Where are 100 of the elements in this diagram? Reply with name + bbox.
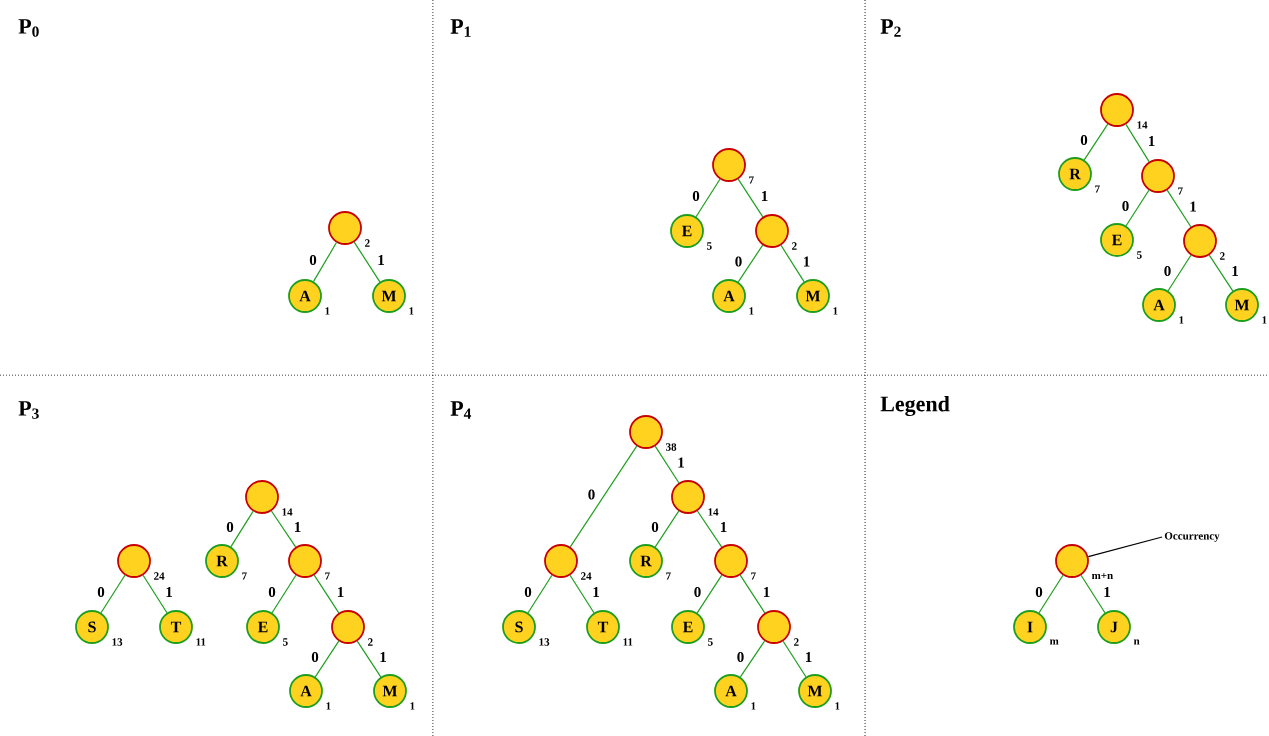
edge-label: 0 (692, 190, 700, 202)
connector-line (739, 640, 766, 678)
count-label: 5 (707, 242, 712, 250)
internal-node-circle (755, 214, 789, 248)
edge-label: 1 (805, 652, 812, 662)
edge-label: 0 (1080, 134, 1088, 146)
internal-node-circle (1183, 224, 1217, 258)
connector-line (569, 574, 595, 614)
connector-line (312, 241, 338, 283)
count-label: 5 (283, 638, 288, 646)
edge-label: 1 (720, 522, 727, 532)
connector-line (313, 574, 340, 614)
connector-line (100, 574, 126, 614)
internal-node-circle (1055, 544, 1089, 578)
edge-label: 1 (380, 652, 386, 662)
internal-node-circle (544, 544, 578, 578)
count-label: 7 (1095, 185, 1100, 193)
internal-node-circle (245, 480, 279, 514)
count-label: 1 (410, 702, 415, 710)
edge-label: 0 (97, 586, 105, 598)
count-label: 14 (1137, 121, 1148, 129)
edge-label: 1 (378, 255, 384, 265)
internal-node-circle (1100, 93, 1134, 127)
count-label: 1 (833, 307, 838, 315)
count-label: 14 (708, 508, 719, 516)
edge-label: 0 (1164, 265, 1171, 277)
connector-line (1125, 189, 1150, 227)
panel-title: Legend (880, 395, 950, 417)
count-label: 2 (365, 239, 370, 247)
edge-label: 1 (294, 522, 301, 532)
connector-line (737, 178, 764, 218)
connector-line (270, 510, 297, 548)
internal-node-circle (1141, 159, 1175, 193)
edge-label: 0 (1122, 200, 1129, 212)
edge-label: 0 (651, 521, 659, 533)
connector-line (142, 574, 168, 614)
connector-line (1087, 536, 1163, 558)
count-label: 2 (368, 638, 373, 646)
count-label: 1 (325, 307, 330, 315)
edge-label: 1 (763, 587, 770, 597)
connector-line (356, 640, 382, 678)
panel-title: P$_{1}$ (450, 19, 471, 37)
edge-label: 1 (1232, 266, 1238, 276)
internal-node-circle (288, 544, 322, 578)
edge-label: 0 (268, 586, 276, 598)
count-label: 7 (1178, 187, 1183, 195)
edge-label: 0 (524, 586, 532, 598)
connector-line (1083, 123, 1109, 161)
count-label: 7 (751, 572, 756, 580)
connector-line (314, 640, 340, 678)
count-label: 1 (1262, 316, 1267, 324)
count-label: 5 (1137, 251, 1142, 259)
count-label: 24 (154, 572, 165, 580)
edge-label: 0 (309, 254, 317, 266)
count-label: 2 (1220, 252, 1225, 260)
internal-node-circle (629, 415, 663, 449)
connector-line (696, 574, 723, 614)
annotation-text: Occurrency (1164, 532, 1220, 542)
count-label: 11 (196, 638, 206, 646)
connector-line (695, 178, 721, 218)
connector-line (1166, 189, 1192, 228)
internal-node-circle (712, 148, 746, 182)
edge-label: 0 (588, 489, 595, 500)
count-label: 7 (749, 176, 754, 184)
connector-line (271, 574, 297, 614)
connector-line (780, 244, 805, 283)
count-label: 1 (751, 702, 756, 710)
count-label: 11 (623, 638, 633, 646)
edge-label: 0 (311, 651, 319, 663)
count-label: 38 (666, 443, 677, 451)
connector-line (654, 445, 680, 484)
edge-label: 1 (678, 457, 684, 468)
count-label: m (1049, 639, 1059, 645)
count-label: 13 (112, 638, 123, 646)
internal-node-circle (757, 610, 791, 644)
edge-label: 0 (226, 521, 234, 533)
connector-line (1208, 254, 1234, 292)
count-label: 2 (794, 638, 799, 646)
connector-line (569, 445, 638, 548)
internal-node-circle (714, 544, 748, 578)
count-label: 1 (749, 307, 754, 315)
count-label: 5 (708, 638, 713, 646)
count-label: 1 (409, 307, 414, 315)
edge-label: 0 (694, 586, 701, 598)
connector-line (527, 574, 553, 614)
count-label: 24 (581, 572, 592, 580)
count-label: n (1133, 639, 1140, 645)
connector-line (696, 510, 723, 548)
count-label: 1 (835, 702, 840, 710)
count-label: 7 (666, 572, 671, 580)
edge-label: 1 (761, 191, 768, 201)
connector-line (1080, 574, 1106, 614)
connector-line (1125, 123, 1150, 163)
connector-line (739, 574, 766, 614)
connector-line (1167, 254, 1192, 292)
edge-label: 1 (1148, 136, 1155, 146)
internal-node-circle (328, 211, 362, 245)
connector-line (654, 510, 680, 548)
count-label: 7 (242, 572, 247, 580)
edge-label: 1 (1104, 587, 1110, 597)
